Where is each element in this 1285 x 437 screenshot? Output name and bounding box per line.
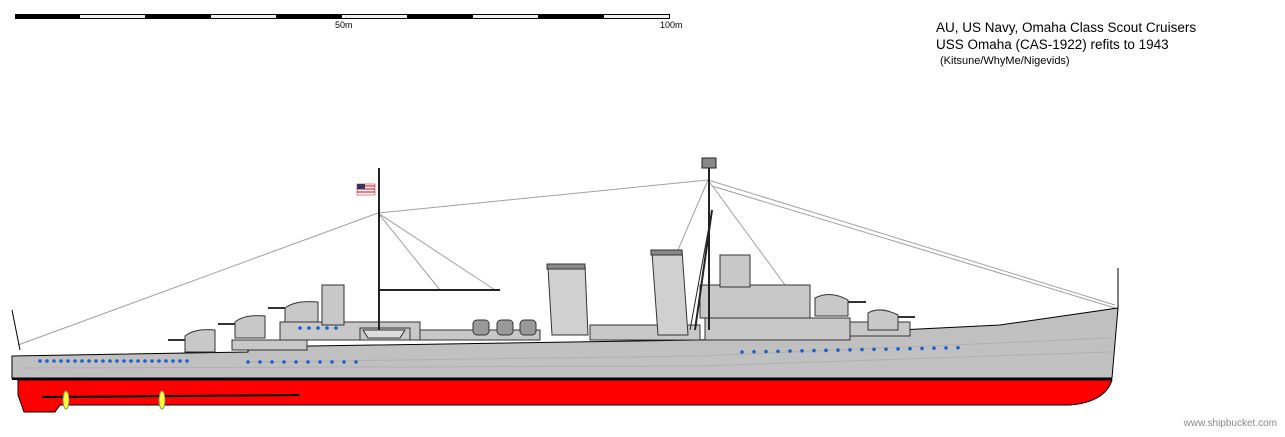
porthole — [73, 359, 77, 363]
porthole — [101, 359, 105, 363]
porthole — [788, 349, 792, 353]
porthole — [270, 360, 274, 364]
porthole — [836, 348, 840, 352]
porthole — [896, 347, 900, 351]
porthole — [157, 359, 161, 363]
credits: (Kitsune/WhyMe/Nigevids) — [940, 55, 1070, 67]
porthole — [143, 359, 147, 363]
masts — [378, 165, 713, 331]
porthole — [87, 359, 91, 363]
porthole — [80, 359, 84, 363]
porthole — [860, 347, 864, 352]
porthole — [115, 359, 119, 363]
porthole — [354, 360, 358, 364]
title-line-2: USS Omaha (CAS-1922) refits to 1943 — [936, 37, 1169, 52]
porthole — [956, 345, 960, 350]
porthole — [848, 348, 852, 352]
porthole — [45, 359, 49, 363]
porthole — [334, 326, 338, 330]
porthole — [66, 359, 70, 363]
scale-label-50m: 50m — [335, 20, 353, 30]
porthole — [122, 359, 126, 363]
porthole — [884, 347, 888, 351]
scale-label-100m: 100m — [660, 20, 683, 30]
porthole — [824, 348, 828, 353]
porthole — [872, 347, 876, 352]
porthole — [94, 359, 98, 363]
porthole — [38, 359, 42, 363]
porthole — [129, 359, 133, 363]
life-rafts — [472, 319, 537, 336]
porthole — [307, 326, 311, 330]
scale-bar — [15, 14, 670, 19]
porthole — [920, 346, 924, 351]
porthole — [908, 346, 912, 351]
porthole — [800, 349, 804, 353]
porthole — [282, 360, 286, 364]
funnels — [546, 249, 689, 336]
porthole — [108, 359, 112, 363]
porthole — [178, 359, 182, 363]
porthole — [316, 326, 320, 330]
porthole — [164, 359, 168, 363]
porthole — [752, 349, 756, 354]
portholes — [38, 326, 960, 364]
porthole — [185, 359, 189, 363]
porthole — [342, 360, 346, 364]
porthole — [150, 359, 154, 363]
porthole — [59, 359, 63, 363]
porthole — [306, 360, 310, 364]
propellers — [41, 390, 301, 410]
porthole — [932, 346, 936, 350]
porthole — [330, 360, 334, 364]
hull-bottom — [17, 379, 1113, 413]
superstructure — [231, 254, 911, 351]
porthole — [776, 349, 780, 354]
rigging — [17, 179, 1116, 346]
porthole — [52, 359, 56, 363]
porthole — [298, 326, 302, 330]
gun-turrets — [168, 294, 915, 353]
title-line-1: AU, US Navy, Omaha Class Scout Cruisers — [936, 20, 1197, 35]
porthole — [258, 360, 262, 364]
porthole — [294, 360, 298, 364]
porthole — [944, 346, 948, 350]
porthole — [764, 349, 768, 354]
watermark: www.shipbucket.com — [1183, 418, 1277, 429]
porthole — [812, 348, 816, 353]
porthole — [318, 360, 322, 364]
porthole — [740, 350, 744, 354]
porthole — [136, 359, 140, 363]
us-flag — [356, 183, 376, 196]
porthole — [171, 359, 175, 363]
porthole — [246, 360, 250, 364]
porthole — [325, 326, 329, 330]
